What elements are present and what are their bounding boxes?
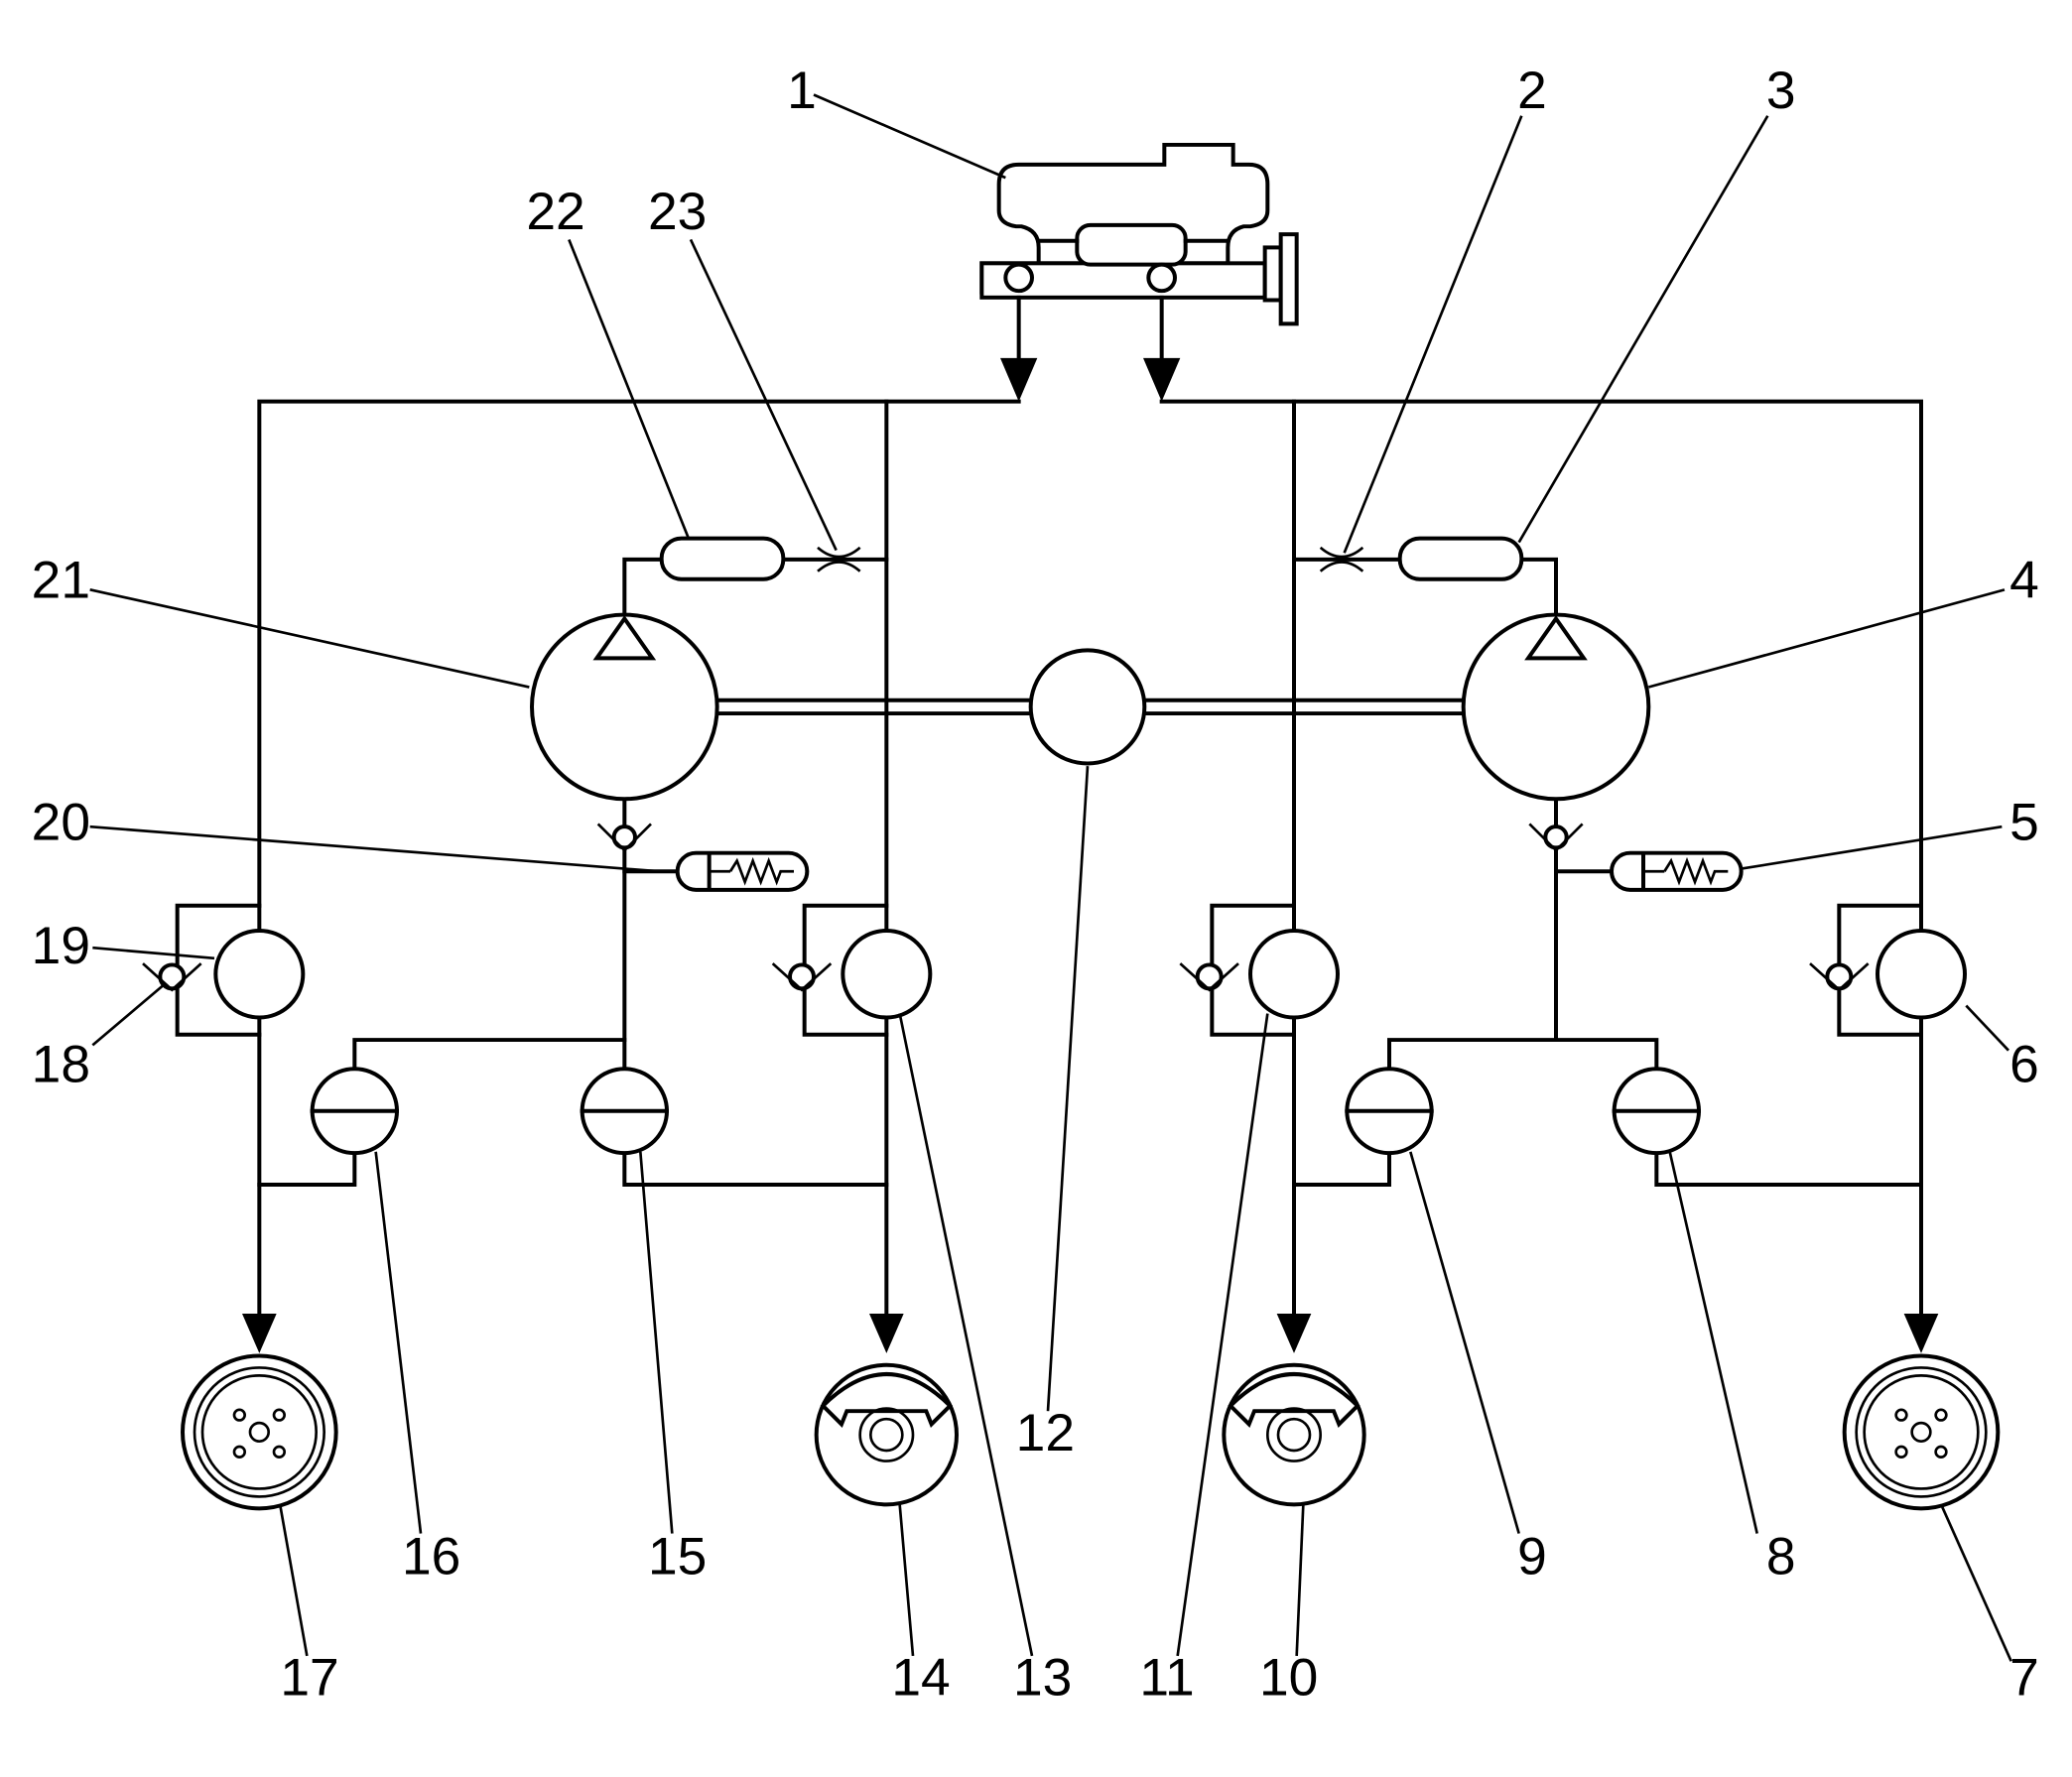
drum-brake-right-rear <box>1842 1353 2001 1511</box>
inlet-valve-right-rear <box>1876 928 1967 1020</box>
pump-motor <box>1028 648 1147 766</box>
pump-right <box>1461 612 1651 802</box>
accumulator-left <box>675 850 810 892</box>
damper-left <box>659 536 786 581</box>
damper-right <box>1397 536 1524 581</box>
leader-lines <box>89 93 2012 1662</box>
check-valve-left-pump <box>596 823 652 852</box>
callout-14: 14 <box>891 1649 950 1708</box>
orifice-right <box>1319 546 1364 572</box>
callout-23: 23 <box>648 183 707 241</box>
callout-12: 12 <box>1016 1404 1075 1462</box>
callout-3: 3 <box>1766 62 1796 120</box>
callout-18: 18 <box>32 1036 90 1094</box>
callout-21: 21 <box>32 551 90 609</box>
callout-5: 5 <box>2009 794 2039 852</box>
callout-15: 15 <box>648 1528 707 1587</box>
outlet-valve-right-front <box>1345 1067 1434 1156</box>
accumulator-right <box>1610 850 1744 892</box>
callout-1: 1 <box>787 62 817 120</box>
check-valve-right-rear <box>1809 962 1870 992</box>
callout-2: 2 <box>1517 62 1547 120</box>
outlet-valve-left-rear <box>310 1067 399 1156</box>
check-valve-left-rear <box>142 962 202 992</box>
callout-6: 6 <box>2009 1036 2039 1094</box>
drum-brake-left-rear <box>181 1353 338 1511</box>
callout-19: 19 <box>32 917 90 975</box>
callout-17: 17 <box>280 1649 338 1708</box>
callout-20: 20 <box>32 794 90 852</box>
pump-left <box>529 612 719 802</box>
callout-16: 16 <box>402 1528 460 1587</box>
outlet-valve-right-rear <box>1612 1067 1701 1156</box>
outlet-valve-left-front <box>580 1067 669 1156</box>
inlet-valve-right-front <box>1248 928 1340 1020</box>
orifice-left <box>817 546 861 572</box>
master-cylinder <box>979 142 1299 326</box>
check-valve-right-pump <box>1528 823 1584 852</box>
callout-13: 13 <box>1013 1649 1072 1708</box>
callout-4: 4 <box>2009 551 2039 609</box>
callout-11: 11 <box>1139 1649 1194 1708</box>
callout-10: 10 <box>1259 1649 1318 1708</box>
brake-lines <box>175 295 1939 1353</box>
disc-brake-right-front <box>1222 1362 1366 1507</box>
inlet-valve-left-front <box>841 928 933 1020</box>
inlet-valve-left-rear <box>213 928 306 1020</box>
disc-brake-left-front <box>814 1362 959 1507</box>
callout-labels: 1 2 3 4 5 6 7 8 9 10 11 12 13 14 15 16 1… <box>32 62 2039 1708</box>
callout-8: 8 <box>1766 1528 1796 1587</box>
callout-7: 7 <box>2009 1649 2039 1708</box>
check-valve-right-front <box>1179 962 1239 992</box>
check-valve-left-front <box>771 962 833 992</box>
callout-22: 22 <box>526 183 584 241</box>
callout-9: 9 <box>1517 1528 1547 1587</box>
